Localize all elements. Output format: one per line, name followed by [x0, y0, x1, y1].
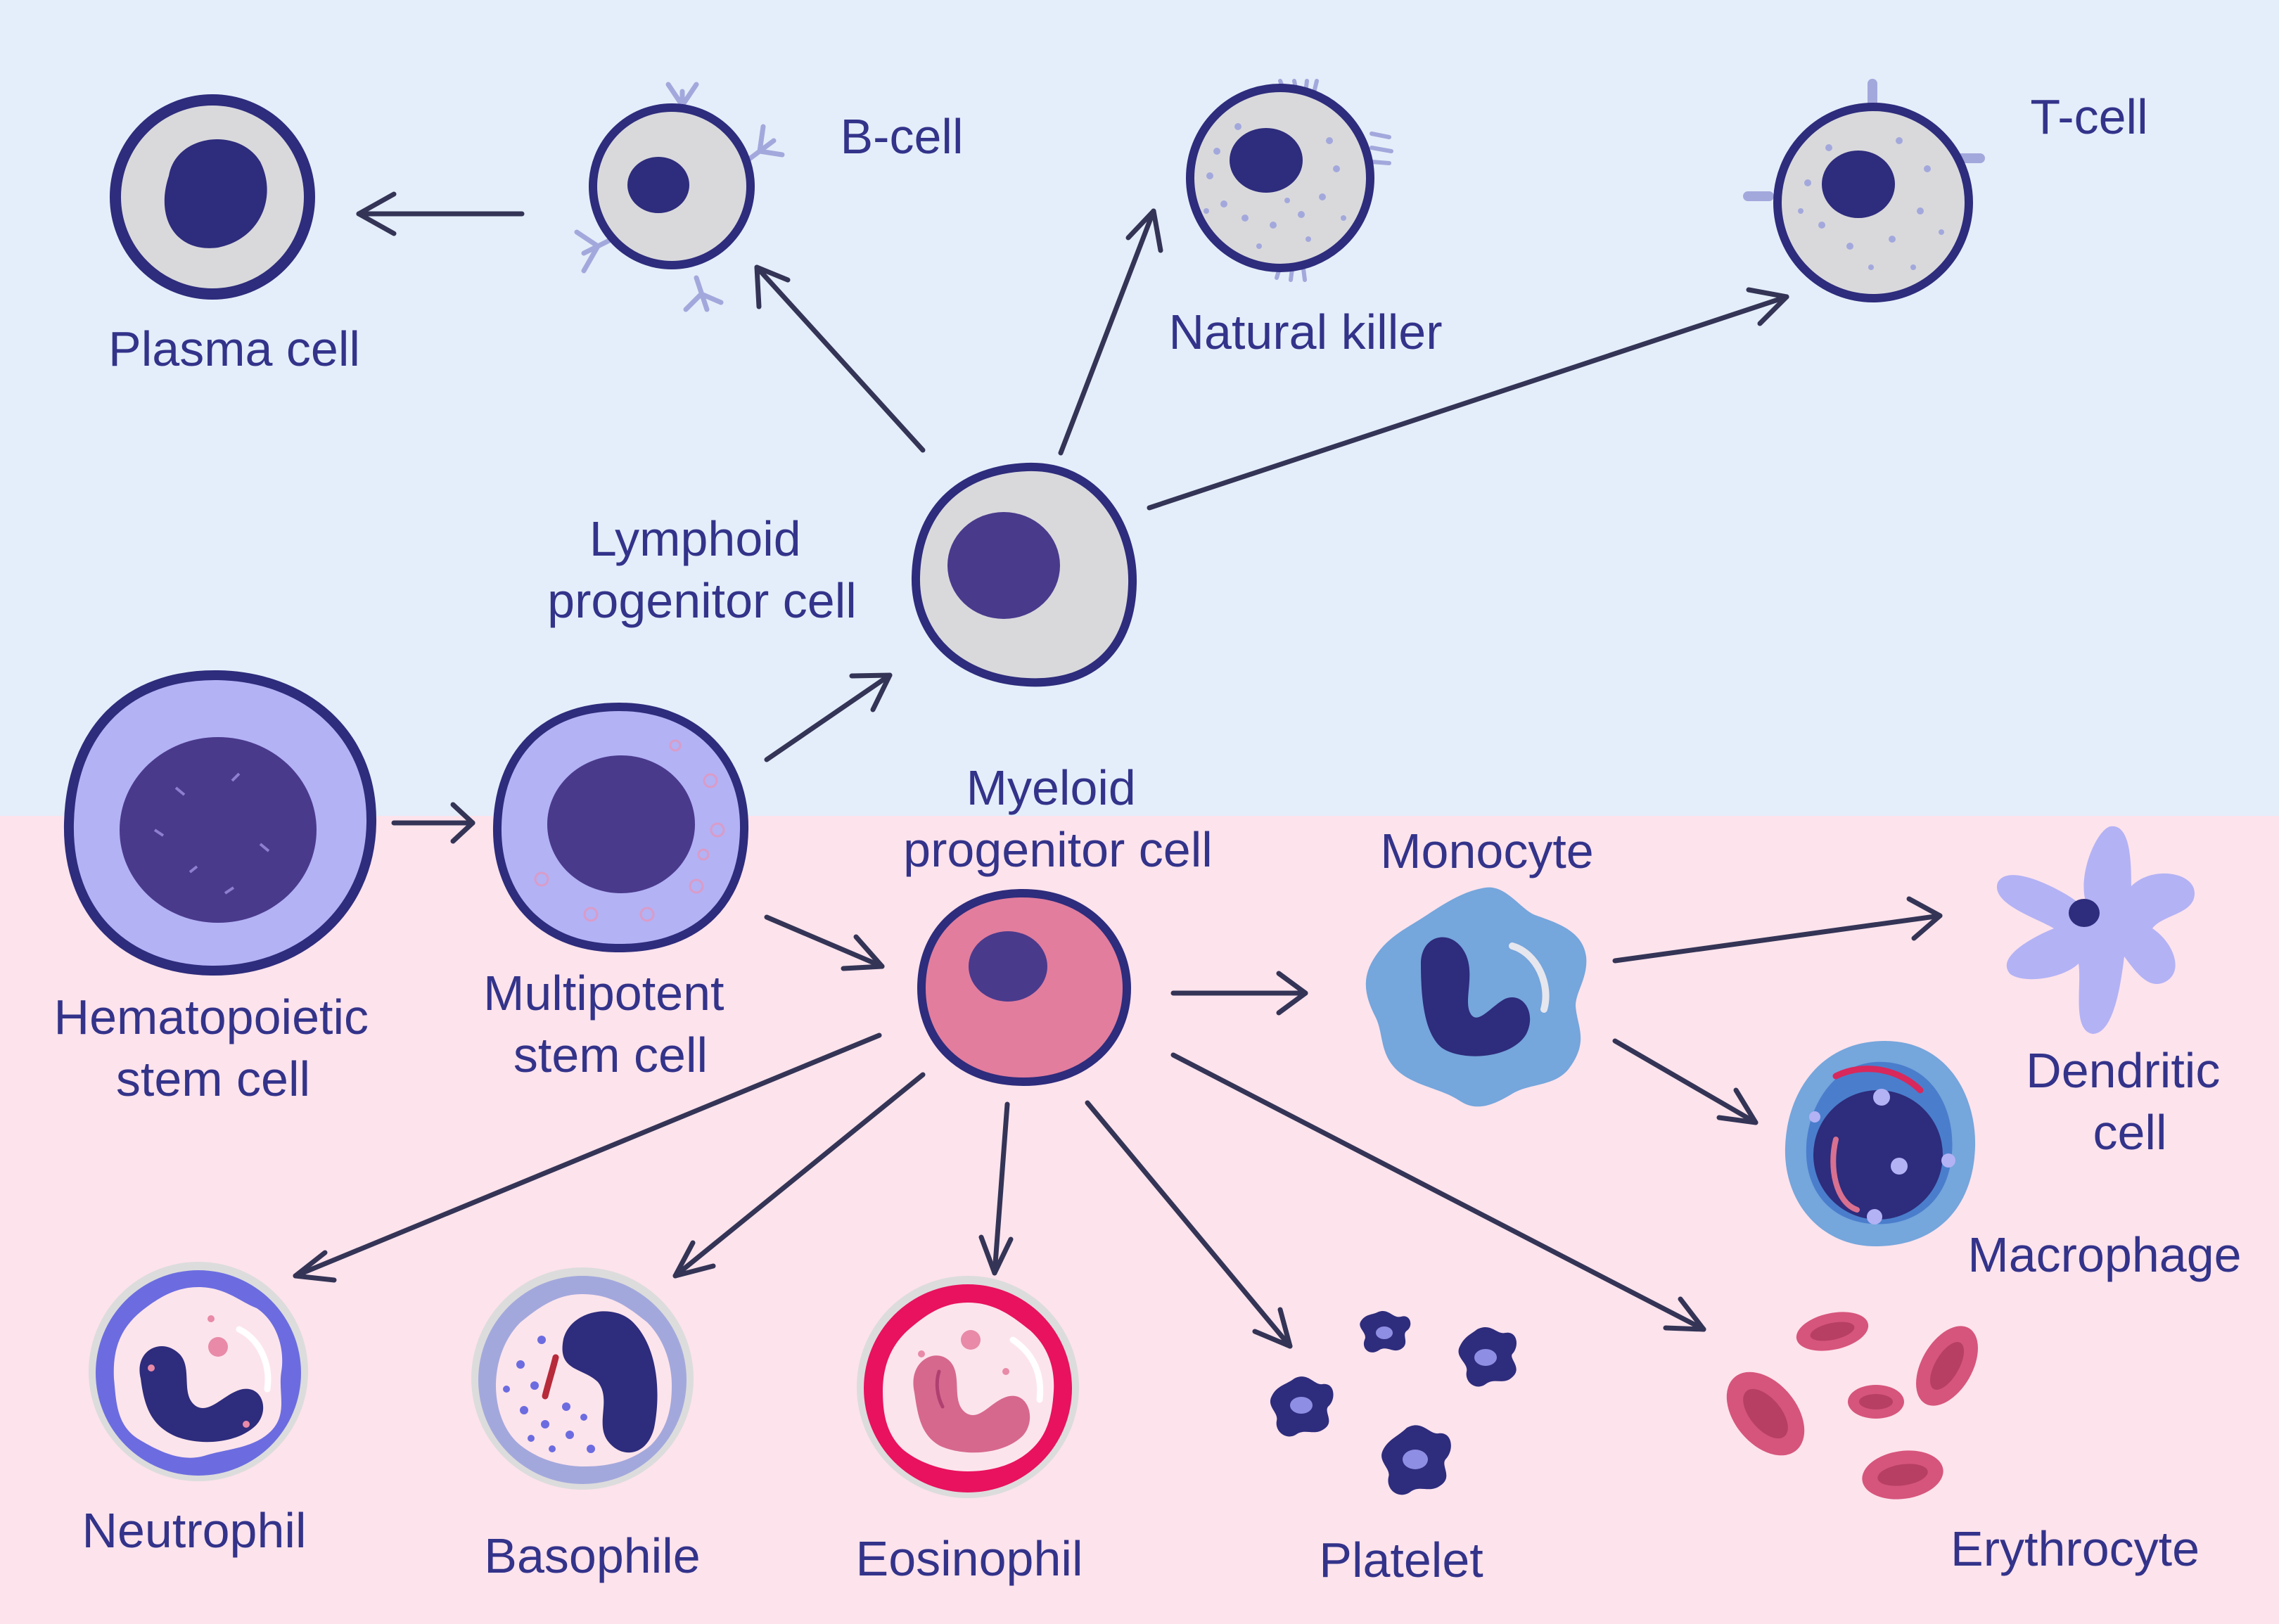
- arrow-myeloid-to-basophile: [672, 1072, 926, 1279]
- label-dendritic-line-1: Dendritic: [2026, 1043, 2220, 1098]
- platelet-3: [1270, 1376, 1334, 1437]
- arrow-myeloid-to-erythrocyte: [1170, 1052, 1706, 1332]
- arrow-lymphoid-to-nk: [1058, 208, 1163, 456]
- erythrocyte-1: [1796, 1312, 1869, 1351]
- label-hematopoietic-line-1: Hematopoietic: [54, 990, 369, 1044]
- arrow-myeloid-to-eosinophil: [978, 1101, 1014, 1276]
- basophile: [471, 1267, 694, 1490]
- platelet-2: [1458, 1326, 1517, 1387]
- platelet-1: [1360, 1310, 1411, 1353]
- label-plasma-cell: Plasma cell: [108, 321, 360, 376]
- label-t-cell: T-cell: [2030, 89, 2147, 144]
- monocyte: [1365, 887, 1587, 1107]
- arrow-monocyte-to-dendritic: [1612, 896, 1943, 964]
- arrow-lymphoid-to-bcell: [754, 264, 926, 453]
- label-macrophage: Macrophage: [1967, 1227, 2241, 1282]
- arrow-multipotent-to-myeloid: [764, 914, 885, 971]
- eosinophil: [857, 1276, 1079, 1498]
- erythrocyte-2: [1726, 1372, 1805, 1456]
- erythrocyte-5: [1862, 1450, 1943, 1500]
- label-myeloid-progenitor: Myeloid progenitor cell: [903, 760, 1213, 877]
- label-hematopoietic-line-2: stem cell: [116, 1051, 310, 1106]
- arrow-hsc-to-multipotent: [391, 802, 475, 844]
- macrophage: [1785, 1041, 1976, 1247]
- label-lymphoid-progenitor: Lymphoid progenitor cell: [547, 511, 857, 628]
- platelet-4: [1381, 1425, 1451, 1495]
- arrow-myeloid-to-neutrophil: [293, 1032, 882, 1283]
- label-monocyte: Monocyte: [1380, 824, 1593, 878]
- label-b-cell: B-cell: [840, 109, 963, 164]
- label-dendritic: Dendritic cell: [2026, 1043, 2234, 1160]
- neutrophil: [89, 1262, 308, 1481]
- label-neutrophil: Neutrophil: [82, 1503, 306, 1558]
- label-natural-killer: Natural killer: [1169, 305, 1443, 359]
- arrow-myeloid-to-monocyte: [1170, 971, 1308, 1016]
- arrow-lymphoid-to-tcell: [1147, 287, 1789, 511]
- label-multipotent-line-1: Multipotent: [483, 966, 724, 1021]
- label-eosinophil: Eosinophil: [856, 1531, 1083, 1586]
- label-platelet: Platelet: [1319, 1533, 1483, 1587]
- lymphoid-progenitor-cell: [911, 462, 1137, 687]
- label-dendritic-line-2: cell: [2093, 1105, 2166, 1160]
- label-basophile: Basophile: [484, 1528, 700, 1583]
- natural-killer-cell: [1186, 79, 1393, 282]
- arrow-monocyte-to-macrophage: [1612, 1038, 1758, 1125]
- lymphoid-region: [0, 0, 2279, 816]
- erythrocyte-3: [1848, 1385, 1904, 1419]
- label-lymphoid-line-2: progenitor cell: [547, 573, 857, 628]
- arrow-myeloid-to-platelet: [1085, 1100, 1293, 1349]
- label-myeloid-line-2: progenitor cell: [903, 822, 1213, 877]
- label-hematopoietic: Hematopoietic stem cell: [54, 990, 383, 1106]
- myeloid-progenitor-cell: [917, 888, 1132, 1087]
- hematopoietic-stem-cell: [63, 670, 377, 976]
- arrow-multipotent-to-lymphoid: [764, 672, 893, 762]
- multipotent-stem-cell: [492, 702, 749, 953]
- erythrocytes: [1726, 1312, 1978, 1500]
- label-myeloid-line-1: Myeloid: [966, 760, 1136, 815]
- t-cell: [1743, 79, 1985, 302]
- label-lymphoid-line-1: Lymphoid: [589, 511, 801, 566]
- label-erythrocyte: Erythrocyte: [1951, 1521, 2200, 1576]
- arrow-bcell-to-plasma: [356, 191, 525, 236]
- label-multipotent-line-2: stem cell: [513, 1028, 708, 1082]
- b-cell: [574, 82, 785, 312]
- dendritic-cell: [1996, 826, 2195, 1034]
- platelets: [1270, 1310, 1517, 1495]
- erythrocyte-4: [1916, 1326, 1978, 1406]
- plasma-cell: [110, 94, 315, 300]
- label-multipotent: Multipotent stem cell: [483, 966, 738, 1082]
